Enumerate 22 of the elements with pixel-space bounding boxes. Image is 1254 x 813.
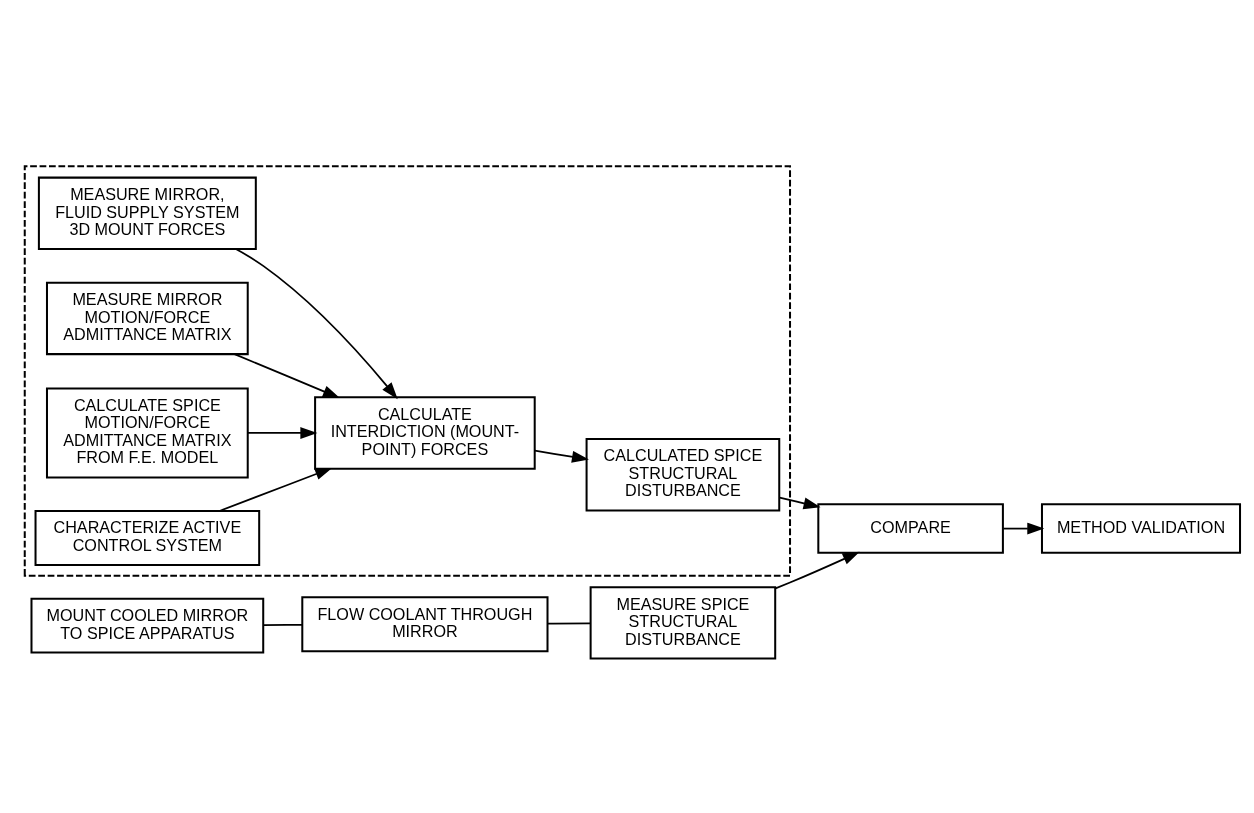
connector — [262, 623, 303, 626]
node-box: FLOW COOLANT THROUGH MIRROR — [301, 595, 549, 652]
arrow — [778, 496, 821, 509]
arrow — [233, 352, 340, 398]
connector — [546, 622, 592, 624]
cluster — [23, 164, 792, 577]
arrow — [235, 247, 398, 399]
node-box: COMPARE — [817, 502, 1004, 554]
arrow — [218, 467, 333, 512]
node-box: MEASURE MIRROR, FLUID SUPPLY SYSTEM 3D MOUNT FORCES — [37, 176, 257, 250]
arrow — [247, 426, 318, 439]
node-box: CHARACTERIZE ACTIVE CONTROL SYSTEM — [34, 509, 261, 566]
node-box: MEASURE SPICE STRUCTURAL DISTURBANCE — [589, 585, 777, 660]
node-box: METHOD VALIDATION — [1040, 502, 1242, 554]
arrow — [774, 551, 860, 589]
node-box: CALCULATE SPICE MOTION/FORCE ADMITTANCE MATRIX FROM F.E. MODEL — [45, 386, 249, 478]
arrow — [534, 449, 589, 463]
node-box: MEASURE MIRROR MOTION/FORCE ADMITTANCE MATRIX — [45, 281, 249, 355]
node-box: CALCULATED SPICE STRUCTURAL DISTURBANCE — [585, 437, 781, 511]
node-box: CALCULATE INTERDICTION (MOUNT-POINT) FORCES — [314, 395, 536, 470]
node-box: MOUNT COOLED MIRROR TO SPICE APPARATUS — [30, 597, 265, 654]
arrow — [1002, 522, 1045, 535]
